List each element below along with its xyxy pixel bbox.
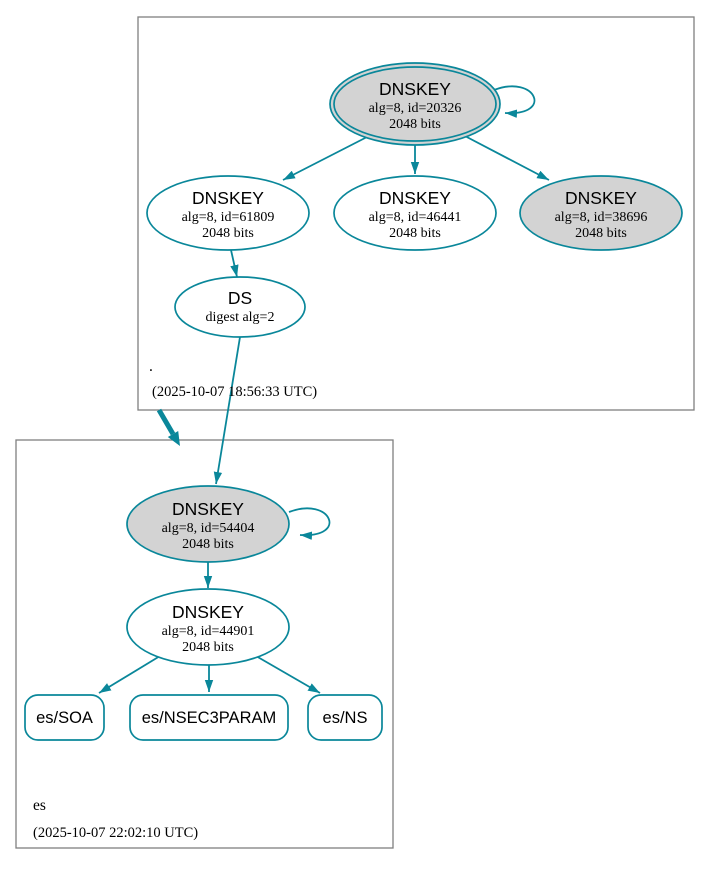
node-detail: 2048 bits [182,640,234,655]
zone-name-es: es [33,797,46,814]
edge-ds-to-dnskey-54404 [213,336,241,485]
node-rrset-es-nsec3param[interactable]: es/NSEC3PARAM [129,694,289,741]
node-detail: alg=8, id=61809 [182,210,275,225]
node-detail: alg=8, id=20326 [369,101,462,116]
node-dnskey-46441[interactable]: DNSKEY alg=8, id=46441 2048 bits [333,175,497,251]
node-title: DNSKEY [172,499,244,519]
zone-name-root: . [149,358,153,375]
zone-box-root [137,16,695,411]
rrset-label: es/NS [323,709,368,727]
node-dnskey-44901[interactable]: DNSKEY alg=8, id=44901 2048 bits [126,588,290,666]
node-detail: 2048 bits [182,537,234,552]
node-detail: 2048 bits [575,226,627,241]
delegation-arrow-root-to-es [156,408,180,446]
node-detail: digest alg=2 [206,310,275,325]
node-detail: 2048 bits [389,117,441,132]
edge-dnskey-20326-to-dnskey-38696 [462,134,550,181]
node-dnskey-54404-ksk[interactable]: DNSKEY alg=8, id=54404 2048 bits [126,485,290,563]
node-dnskey-20326-ksk[interactable]: DNSKEY alg=8, id=20326 2048 bits [329,62,501,146]
node-detail: alg=8, id=54404 [162,521,255,536]
node-title: DNSKEY [565,188,637,208]
edge-self-loop-dnskey-20326 [493,85,536,118]
node-title: DNSKEY [379,79,451,99]
node-detail: 2048 bits [389,226,441,241]
node-dnskey-38696[interactable]: DNSKEY alg=8, id=38696 2048 bits [519,175,683,251]
node-title: DS [228,288,252,308]
edge-dnskey-44901-to-es-ns [255,655,321,694]
edge-dnskey-61809-to-ds [230,249,239,278]
zone-box-es [15,439,394,849]
node-detail: alg=8, id=44901 [162,624,255,639]
rrset-label: es/NSEC3PARAM [142,709,276,727]
node-detail: 2048 bits [202,226,254,241]
edge-dnskey-20326-to-dnskey-61809 [282,136,368,181]
node-detail: alg=8, id=46441 [369,210,462,225]
node-title: DNSKEY [192,188,264,208]
rrset-label: es/SOA [36,709,93,727]
node-rrset-es-soa[interactable]: es/SOA [24,694,105,741]
node-dnskey-61809[interactable]: DNSKEY alg=8, id=61809 2048 bits [146,175,310,251]
node-title: DNSKEY [379,188,451,208]
node-ds[interactable]: DS digest alg=2 [174,276,306,338]
node-title: DNSKEY [172,602,244,622]
node-detail: alg=8, id=38696 [555,210,648,225]
zone-timestamp-root: (2025-10-07 18:56:33 UTC) [152,384,317,400]
edge-self-loop-dnskey-54404 [288,507,331,540]
edge-dnskey-44901-to-es-soa [98,655,161,694]
zone-timestamp-es: (2025-10-07 22:02:10 UTC) [33,825,198,841]
node-rrset-es-ns[interactable]: es/NS [307,694,383,741]
